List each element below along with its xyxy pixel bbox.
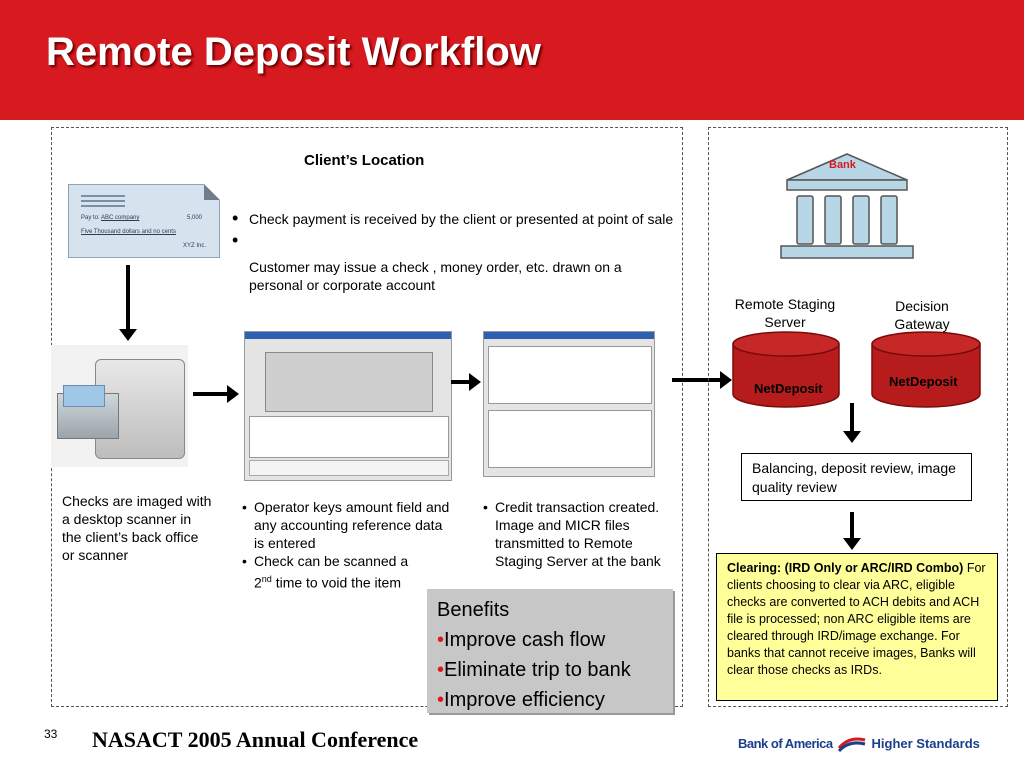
tagline: Higher Standards: [871, 736, 980, 751]
decision-gateway-label: Decision Gateway: [894, 298, 950, 332]
benefit-item: •Improve cash flow: [437, 629, 606, 651]
second-time-text: 2nd time to void the item: [254, 574, 401, 591]
arrow-scanner-to-operator: [193, 385, 239, 403]
check-lines: [81, 195, 125, 197]
arrow-operator-to-credit: [451, 373, 481, 391]
check-signer: XYZ Inc.: [183, 243, 207, 249]
arrow-review-to-clearing: [843, 512, 861, 550]
scanner-checks: [63, 385, 105, 407]
entry-panel: [249, 460, 449, 476]
entry-grid: [249, 416, 449, 458]
check-image: Pay to: ABC company 5,000 Five Thousand …: [68, 184, 220, 258]
bank-of-america-logo: Bank of America Higher Standards: [738, 735, 980, 753]
check-corner-fold: [204, 184, 220, 200]
logo-text: Bank of America: [738, 736, 833, 751]
remote-staging-cylinder: [732, 331, 840, 408]
clearing-box: Clearing: (IRD Only or ARC/IRD Combo) Fo…: [716, 553, 998, 701]
client-bullet-2: Customer may issue a check , money order…: [249, 259, 622, 293]
list-grid-top: [488, 346, 652, 404]
arrow-gateway-to-review: [843, 403, 861, 443]
footer-conference: NASACT 2005 Annual Conference: [92, 727, 419, 752]
page-number: 33: [44, 727, 58, 741]
bank-label: Bank: [829, 159, 856, 171]
window-titlebar: [245, 332, 451, 339]
credit-bullet: Credit transaction created. Image and MI…: [483, 498, 681, 570]
benefit-item: •Eliminate trip to bank: [437, 659, 631, 681]
check-scan-preview: [265, 352, 433, 412]
bank-icon: [780, 153, 914, 259]
flag-icon: [837, 737, 866, 752]
check-amount: 5,000: [187, 215, 203, 221]
bank-region: [708, 127, 1008, 707]
decision-gateway-cylinder: [871, 331, 981, 408]
credit-bullets: Credit transaction created. Image and MI…: [481, 498, 681, 570]
benefits-heading: Benefits: [437, 599, 510, 621]
operator-bullet-2: Check can be scanned a: [242, 552, 450, 570]
bullet-dot-1: •: [232, 208, 239, 228]
remote-staging-label: Remote Staging Server: [734, 296, 836, 330]
operator-bullets: Operator keys amount field and any accou…: [240, 498, 450, 592]
clearing-heading: Clearing: (IRD Only or ARC/IRD Combo): [727, 561, 964, 575]
bullet-dot-2: •: [232, 230, 239, 250]
benefits-box: Benefits •Improve cash flow •Eliminate t…: [427, 589, 673, 713]
check-payto: Pay to: ABC company: [81, 215, 140, 221]
arrow-credit-to-staging: [672, 371, 732, 389]
clearing-text: For clients choosing to clear via ARC, e…: [727, 561, 986, 677]
benefit-item: •Improve efficiency: [437, 689, 605, 711]
list-grid-bottom: [488, 410, 652, 468]
scanner-image: [51, 345, 188, 467]
review-box: Balancing, deposit review, image quality…: [741, 453, 972, 501]
cylinder-label-remote: NetDeposit: [754, 381, 823, 396]
operator-screenshot: [244, 331, 452, 481]
client-location-heading: Client’s Location: [304, 152, 425, 169]
arrow-check-to-scanner: [119, 265, 137, 341]
title-bar: [0, 0, 1024, 120]
cylinder-label-gateway: NetDeposit: [889, 374, 958, 389]
check-amount-words: Five Thousand dollars and no cents: [81, 229, 176, 235]
slide-title: Remote Deposit Workflow: [46, 30, 541, 74]
operator-bullet-1: Operator keys amount field and any accou…: [242, 498, 450, 552]
scanner-caption: Checks are imaged with a desktop scanner…: [62, 493, 212, 563]
window-titlebar: [484, 332, 654, 339]
client-bullet-1: Check payment is received by the client …: [249, 211, 674, 227]
credit-screenshot: [483, 331, 655, 477]
